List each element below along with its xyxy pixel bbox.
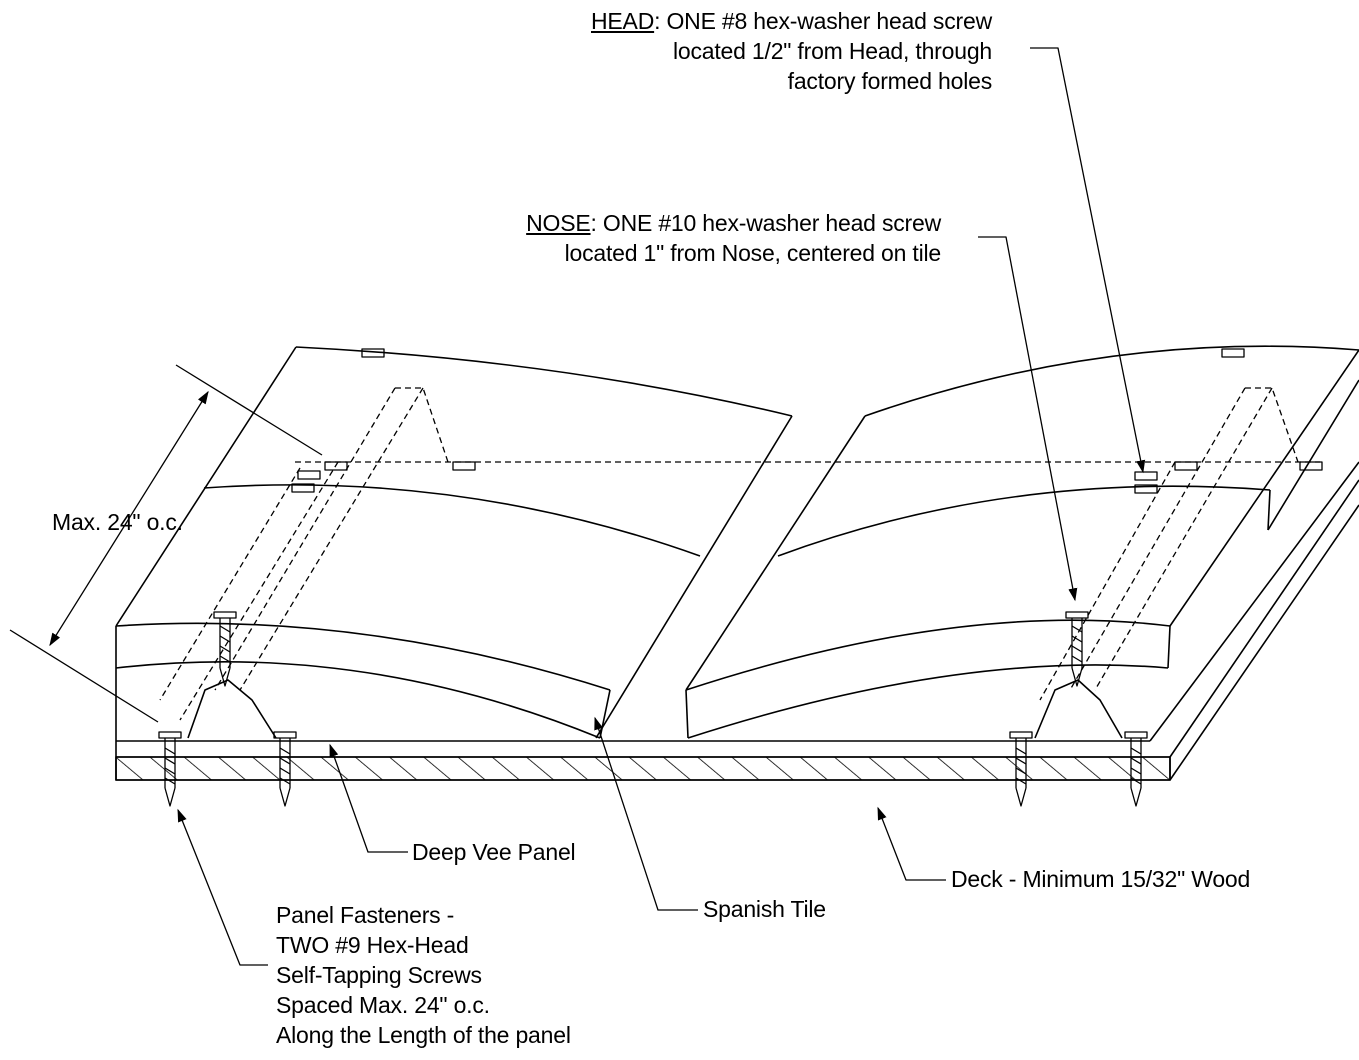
head-keyword: HEAD bbox=[591, 8, 655, 34]
panel-screw-2 bbox=[274, 732, 296, 806]
spanish-tile-right bbox=[686, 346, 1359, 738]
spanish-tile-label: Spanish Tile bbox=[703, 896, 826, 922]
panel-screw-1 bbox=[159, 732, 181, 806]
head-line-2: located 1/2" from Head, through bbox=[672, 38, 992, 64]
panel-fastener-leader bbox=[178, 808, 268, 965]
factory-formed-holes bbox=[292, 349, 1322, 493]
deep-vee-panel-label: Deep Vee Panel bbox=[412, 839, 576, 865]
deck bbox=[116, 462, 1359, 780]
head-line-3: factory formed holes bbox=[787, 68, 993, 94]
screws bbox=[159, 612, 1147, 806]
panel-screw-3 bbox=[1010, 732, 1032, 806]
head-callout: HEAD: ONE #8 hex-washer head screw locat… bbox=[591, 6, 992, 96]
panel-fasteners-callout: Panel Fasteners - TWO #9 Hex-Head Self-T… bbox=[276, 900, 571, 1050]
spanish-tile-leader bbox=[594, 716, 698, 910]
nose-line-1: : ONE #10 hex-washer head screw bbox=[590, 210, 942, 236]
head-leader bbox=[1030, 48, 1146, 474]
panel-fasteners-line-4: Spaced Max. 24" o.c. bbox=[276, 992, 490, 1018]
spacing-dimension bbox=[10, 365, 322, 722]
deck-label: Deck - Minimum 15/32" Wood bbox=[951, 866, 1251, 892]
nose-screw-left bbox=[214, 612, 236, 686]
head-line-1: : ONE #8 hex-washer head screw bbox=[654, 8, 992, 34]
spacing-label: Max. 24" o.c. bbox=[52, 509, 183, 535]
panel-vee-ribs bbox=[188, 680, 1122, 738]
nose-line-2: located 1" from Nose, centered on tile bbox=[564, 240, 942, 266]
leader-lines bbox=[178, 48, 1146, 965]
nose-keyword: NOSE bbox=[526, 210, 591, 236]
deep-vee-panel bbox=[160, 388, 1320, 720]
panel-fasteners-line-3: Self-Tapping Screws bbox=[276, 962, 482, 988]
deck-leader bbox=[878, 806, 946, 880]
panel-screw-4 bbox=[1125, 732, 1147, 806]
panel-fasteners-line-2: TWO #9 Hex-Head bbox=[276, 932, 469, 958]
panel-fasteners-line-1: Panel Fasteners - bbox=[276, 902, 455, 928]
nose-leader bbox=[978, 237, 1078, 602]
deep-vee-leader bbox=[330, 743, 408, 852]
nose-screw-right bbox=[1066, 612, 1088, 686]
panel-fasteners-line-5: Along the Length of the panel bbox=[276, 1022, 571, 1048]
nose-callout: NOSE: ONE #10 hex-washer head screw loca… bbox=[526, 208, 941, 268]
